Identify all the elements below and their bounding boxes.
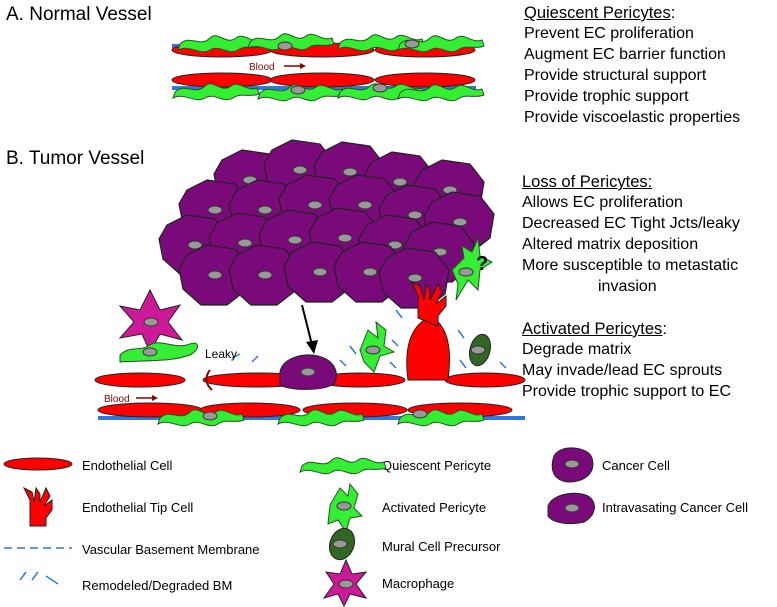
loss-of-pericytes-list: Loss of Pericytes: Allows EC proliferati… (522, 173, 740, 297)
degraded-basement-membrane (231, 309, 507, 369)
leaky-arrow (205, 369, 213, 391)
endothelial-cell (444, 372, 526, 388)
activated-item: Provide trophic support to EC (522, 383, 731, 400)
legend-label-mural-precursor: Mural Cell Precursor (382, 539, 501, 554)
leaky-label: Leaky (205, 347, 237, 361)
legend-icon-endothelial-cell (3, 457, 73, 471)
activated-pericytes-title: Activated Pericytes (522, 320, 663, 338)
loss-item: More susceptible to metastatic (522, 257, 739, 274)
blood-label-b: Blood (104, 394, 130, 405)
endothelial-tip-cell (411, 280, 447, 327)
legend-icon-remodeled-bm (19, 571, 59, 585)
activated-pericytes-list: Activated Pericytes: Degrade matrix May … (522, 320, 731, 402)
legend-label-remodeled-bm: Remodeled/Degraded BM (82, 578, 233, 593)
activated-pericytes-title-colon: : (662, 320, 667, 338)
legend-label-intravasating-cancer-cell: Intravasating Cancer Cell (602, 500, 748, 515)
activated-item: Degrade matrix (522, 341, 632, 358)
legend-label-endothelial-tip-cell: Endothelial Tip Cell (82, 500, 194, 515)
quiescent-pericytes-list: Quiescent Pericytes: Prevent EC prolifer… (524, 4, 740, 128)
macrophage (118, 288, 184, 354)
activated-pericyte (119, 342, 198, 363)
legend-label-endothelial-cell: Endothelial Cell (82, 458, 173, 473)
loss-item: invasion (598, 278, 657, 295)
legend-label-activated-pericyte: Activated Pericyte (382, 500, 487, 515)
loss-item: Decreased EC Tight Jcts/leaky (522, 215, 740, 232)
loss-item: Altered matrix deposition (522, 236, 699, 253)
quiescent-item: Provide structural support (524, 67, 707, 84)
endothelial-sprout (406, 280, 450, 381)
legend-icon-quiescent-pericyte (299, 457, 387, 475)
quiescent-item: Provide trophic support (524, 88, 689, 105)
endothelial-cell (171, 72, 273, 88)
legend-label-macrophage: Macrophage (382, 576, 455, 591)
blood-label-a: Blood (249, 62, 275, 73)
legend-icon-endothelial-tip-cell (22, 486, 53, 527)
panel-b-heading: B. Tumor Vessel (6, 148, 145, 169)
tumor-cluster (158, 139, 495, 309)
panel-a-heading: A. Normal Vessel (6, 4, 152, 25)
quiescent-item: Augment EC barrier function (524, 46, 726, 63)
quiescent-item: Provide viscoelastic properties (524, 109, 741, 126)
legend-label-vascular-bm: Vascular Basement Membrane (82, 542, 260, 557)
quiescent-item: Prevent EC proliferation (524, 25, 694, 42)
quiescent-pericytes-title-colon: : (670, 4, 676, 22)
quiescent-pericytes-title: Quiescent Pericytes (524, 4, 671, 22)
normal-vessel (171, 33, 485, 102)
activated-item: May invade/lead EC sprouts (522, 362, 723, 379)
loss-item: Allows EC proliferation (522, 194, 683, 211)
intravasation-arrow (301, 304, 313, 346)
legend-label-cancer-cell: Cancer Cell (602, 458, 670, 473)
endothelial-cell (94, 372, 186, 388)
activated-pericyte (451, 236, 493, 301)
question-mark: ? (476, 253, 488, 275)
loss-of-pericytes-title: Loss of Pericytes: (522, 173, 653, 191)
endothelial-cell (374, 72, 476, 88)
legend-label-quiescent-pericyte: Quiescent Pericyte (382, 458, 492, 473)
